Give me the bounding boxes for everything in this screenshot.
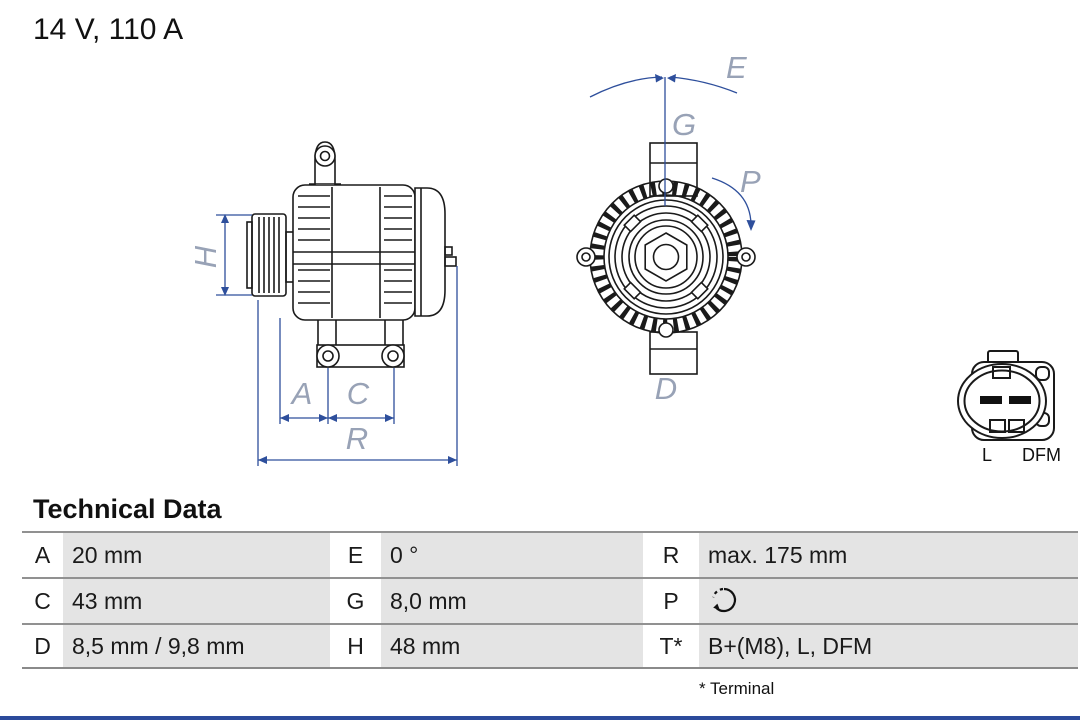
shaft-center [652,243,680,271]
table-row: A 20 mm E 0 ° R max. 175 mm [22,531,1078,577]
left-ear [576,247,596,267]
pad-sw [623,281,642,300]
ring-4 [628,219,704,295]
bracket-eye-left [316,344,340,368]
param-value: 0 ° [381,533,643,577]
cooling-fins [298,195,412,304]
param-key: P [643,579,699,623]
right-ear-hole [741,252,751,262]
front-view-dimensions: E G P D [589,50,761,406]
param-key: H [330,625,381,667]
param-key: E [330,533,381,577]
dim-label-a: A [290,376,313,411]
pin-l-label: L [982,445,992,465]
right-ear [736,247,756,267]
side-view-drawing [246,141,457,368]
pad-nw [623,214,642,233]
terminal-stud [444,246,453,256]
dim-a-arrow-left [280,414,289,422]
param-value: 48 mm [381,625,643,667]
technical-data-table: A 20 mm E 0 ° R max. 175 mm C 43 mm G 8,… [22,531,1078,669]
dim-a-arrow-right [319,414,328,422]
param-key: C [22,579,63,623]
dim-h-arrow-down [221,287,229,296]
ring-2 [614,205,718,309]
brand-accent-bar [0,716,1080,720]
dim-r-arrow-right [448,456,457,464]
pin-l [980,396,1002,404]
connector-corner-top [1035,366,1050,381]
front-bottom-lug [649,331,698,375]
top-lug-hole [319,150,331,162]
table-row: D 8,5 mm / 9,8 mm H 48 mm T* B+(M8), L, … [22,623,1078,669]
pin-dfm-label: DFM [1022,445,1061,465]
pin-dfm [1009,396,1031,404]
param-key: R [643,533,699,577]
bottom-bolt [658,322,674,338]
ring-1 [608,199,724,315]
param-value: 43 mm [63,579,330,623]
pulley-grooves [258,217,280,293]
dim-label-e: E [726,50,747,85]
table-row: C 43 mm G 8,0 mm P [22,577,1078,623]
bracket-hole-right [387,350,399,362]
left-ear-hole [581,252,591,262]
dim-c-arrow-right [385,414,394,422]
dim-h-lines [216,214,252,296]
bracket-legs [317,320,404,345]
connector-slot-right [1008,419,1025,433]
rotation-arrow-curve [711,177,752,225]
param-value: 8,5 mm / 9,8 mm [63,625,330,667]
bracket-eye-right [381,344,405,368]
rear-housing [414,187,446,317]
ring-3 [621,212,711,302]
pad-se [690,281,709,300]
angle-arc-right [669,76,738,94]
connector-key-notch [992,366,1011,379]
side-view-dimensions: H A C R [188,214,458,466]
param-value: max. 175 mm [699,533,1078,577]
extension-lines [257,266,458,466]
terminal-stud-nut [444,256,457,267]
param-value: 8,0 mm [381,579,643,623]
dim-label-h: H [188,245,223,268]
teeth-inner-ring [603,194,729,320]
angle-arc-left [589,76,663,98]
dim-label-g: G [672,107,696,142]
dim-c-arrow-left [328,414,337,422]
top-bolt [658,178,674,194]
pad-ne [690,214,709,233]
dim-label-c: C [347,376,370,411]
param-key: D [22,625,63,667]
technical-data-heading: Technical Data [33,494,222,524]
shaft-hex-nut [644,232,688,282]
angle-arrow-left [655,74,664,83]
connector-drawing: L DFM [957,350,1061,465]
dim-h-arrow-up [221,214,229,223]
param-key: T* [643,625,699,667]
param-value: 20 mm [63,533,330,577]
product-rating: 14 V, 110 A [33,13,184,46]
dim-label-r: R [346,421,368,456]
rotation-arrow-head [746,220,756,231]
param-key: A [22,533,63,577]
angle-arrow-right [667,74,676,83]
rotation-direction-icon [708,585,742,617]
top-lug-hole-outer [314,145,336,167]
dim-label-d: D [655,371,677,406]
ring-5 [634,225,698,289]
param-key: G [330,579,381,623]
dim-r-arrow-left [258,456,267,464]
terminal-footnote: * Terminal [699,679,775,698]
param-value: B+(M8), L, DFM [699,625,1078,667]
technical-drawing: H A C R E [188,50,1061,466]
front-view-drawing [576,142,756,375]
bracket-hole-left [322,350,334,362]
connector-slot-left [989,419,1006,433]
param-value [699,579,1078,623]
dim-label-p: P [740,164,761,199]
